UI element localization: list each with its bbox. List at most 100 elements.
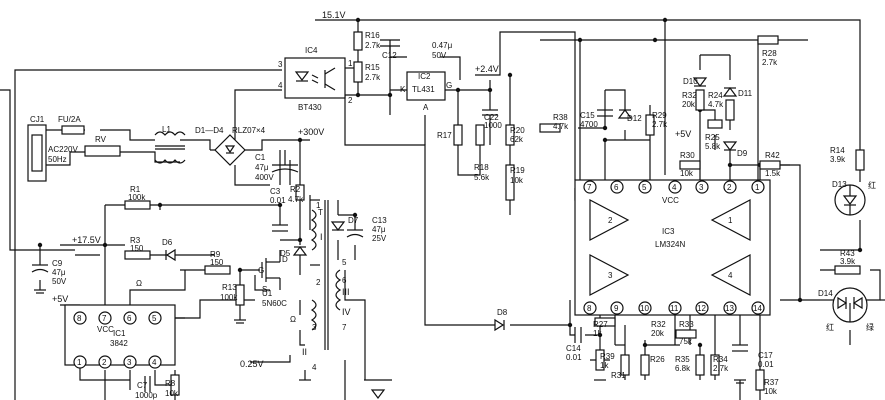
label-d14: D14 [818, 289, 833, 298]
label-r14: R14 [830, 146, 845, 155]
rectifier-bridge [214, 134, 246, 166]
capacitor-c15 [597, 109, 613, 117]
diodes [165, 77, 738, 332]
label-d11: D11 [738, 89, 753, 98]
label-ic4: IC4 [305, 46, 318, 55]
label-r9: R9 [210, 250, 221, 259]
resistor-r43 [834, 265, 861, 275]
label-r16-value: 2.7k [365, 41, 381, 50]
label-r24: R24 [708, 91, 723, 100]
label-vcc-ic1: VCC [97, 325, 114, 334]
label-d6: D6 [162, 238, 173, 247]
diode-d7 [330, 221, 346, 231]
label-r26-value: 20k [651, 329, 665, 338]
label-r38: R38 [553, 113, 568, 122]
label-ic4-pin4: 4 [278, 81, 283, 90]
label-r32-value: 20k [682, 100, 696, 109]
resistor-r37 [755, 369, 765, 391]
label-opamp-4: 4 [728, 271, 733, 280]
inductor-l1 [154, 131, 186, 164]
label-r18: R18 [474, 163, 489, 172]
label-green: 绿 [866, 323, 874, 332]
label-r32-lower: R32 [651, 320, 666, 329]
label-rlz07: RLZ07×4 [232, 126, 266, 135]
label-c9: C9 [52, 259, 63, 268]
label-r15: R15 [365, 63, 380, 72]
resistor-r33 [675, 329, 697, 339]
label-r33-value: 75k [679, 337, 693, 346]
diode-d10 [692, 77, 708, 87]
label-r3-value: 150 [130, 244, 144, 253]
label-r34: R34 [713, 355, 728, 364]
label-r39-value: 1k [600, 361, 609, 370]
resistor-r1 [124, 200, 151, 210]
label-r30-value: 10k [680, 169, 694, 178]
label-c1-voltage: 400V [255, 173, 274, 182]
resistor-r29 [645, 114, 655, 136]
resistor-r26 [640, 354, 650, 376]
label-r19: R19 [510, 166, 525, 175]
label-r1-value: 100k [128, 193, 146, 202]
label-c3: C3 [270, 187, 281, 196]
label-ic3-pin5: 5 [642, 183, 647, 192]
label-pin-d: D [282, 255, 288, 264]
label-ohm-2: Ω [290, 315, 296, 324]
label-c13-voltage: 25V [372, 234, 387, 243]
label-opamp-3: 3 [608, 271, 613, 280]
label-ic1-pin3: 3 [127, 358, 132, 367]
resistor-r28 [757, 35, 779, 45]
label-r2: R2 [290, 185, 301, 194]
label-r27: R27 [593, 320, 608, 329]
capacitor-c3 [272, 224, 288, 232]
label-c14-value: 0.01 [566, 353, 582, 362]
resistor-rv [84, 145, 121, 157]
label-r37-value: 10k [764, 387, 778, 396]
label-ic4-pin1: 1 [348, 59, 353, 68]
label-ic3-pin2: 2 [727, 183, 732, 192]
label-winding-i: I [320, 232, 323, 242]
label-winding-ii: II [302, 347, 307, 357]
ic2-regulator [406, 71, 446, 101]
label-ic1-pin7: 7 [102, 314, 107, 323]
label-5v-left: +5V [52, 294, 68, 304]
label-r43-value: 3.9k [840, 257, 856, 266]
label-r24-value: 4.7k [708, 100, 724, 109]
resistor-r13 [235, 284, 245, 306]
label-ic3-pin3: 3 [699, 183, 704, 192]
label-ic1-pin6: 6 [127, 314, 132, 323]
label-tap-2: 2 [316, 278, 321, 287]
label-025v: 0.25V [240, 359, 264, 369]
ic3-quad-opamp [574, 179, 771, 316]
capacitor-c12 [380, 39, 400, 80]
label-c12-value: 0.47μ [432, 41, 453, 50]
label-r20-value: 62k [510, 135, 524, 144]
resistor-r3 [124, 250, 151, 260]
label-winding-iv: IV [342, 307, 351, 317]
label-r8: R8 [165, 379, 176, 388]
label-r29: R29 [652, 111, 667, 120]
label-ic3-pin11: 11 [670, 304, 679, 313]
label-ic3-pin14: 14 [753, 304, 762, 313]
label-r16: R16 [365, 31, 380, 40]
label-r20: R20 [510, 126, 525, 135]
label-r42-value: 1.5k [765, 169, 781, 178]
label-ic3-pin8: 8 [587, 304, 592, 313]
label-c22: C22 [484, 113, 499, 122]
label-3842: 3842 [110, 339, 128, 348]
label-r34-value: 2.7k [713, 364, 729, 373]
label-r25: R25 [705, 133, 720, 142]
resistor-r18 [475, 124, 485, 146]
label-r13: R13 [222, 283, 237, 292]
label-ic1-pin1: 1 [77, 358, 82, 367]
label-cj1: CJ1 [30, 115, 45, 124]
label-tap-3: 3 [312, 323, 317, 332]
label-d9: D9 [737, 149, 748, 158]
capacitor-c9 [31, 264, 49, 273]
resistor-r25 [707, 119, 723, 129]
resistor-r39 [595, 349, 605, 371]
label-ic3-pin13: 13 [725, 304, 734, 313]
label-tap-7: 7 [342, 323, 347, 332]
label-r42: R42 [765, 151, 780, 160]
label-c17-value: 0.01 [758, 360, 774, 369]
